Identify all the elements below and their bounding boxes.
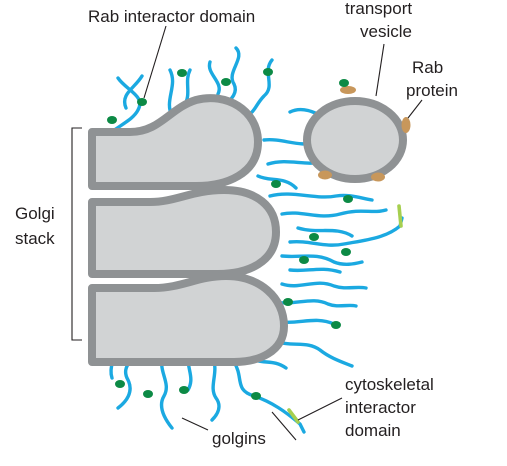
cisterna-top	[88, 94, 262, 190]
rab-interactor-dot	[283, 298, 293, 306]
golgi-stack-bracket	[71, 127, 82, 341]
cytoskeletal-label-line1: cytoskeletal	[345, 375, 434, 394]
rab-interactor-dot	[115, 380, 125, 388]
golgins-group	[102, 46, 404, 434]
golgin	[270, 338, 354, 368]
rab-interactor-dot	[343, 195, 353, 203]
transport-vesicle-label-line1: transport	[345, 0, 412, 18]
cytoskeletal-segment	[287, 408, 300, 424]
golgin	[159, 352, 174, 430]
rab-interactor-dot	[331, 321, 341, 329]
rab-interactor-dot	[221, 78, 231, 86]
rab-interactor-dot	[339, 79, 349, 87]
rab-interactor-dot	[309, 233, 319, 241]
cytoskeletal-label-line2: interactor	[345, 398, 416, 417]
golgins-label: golgins	[212, 429, 266, 448]
transport-vesicle-label-line2: vesicle	[360, 22, 412, 41]
golgin	[122, 74, 144, 110]
golgin	[256, 174, 298, 190]
transport-vesicle-leader	[375, 43, 385, 97]
vesicle-body	[303, 97, 407, 183]
cisterna-middle	[88, 186, 280, 278]
golgin	[280, 318, 336, 326]
rab-protein-marker	[318, 170, 332, 180]
rab-interactor-domains	[107, 68, 353, 400]
cytoskeletal-label-line3: domain	[345, 421, 401, 440]
golgi-cisternae	[88, 94, 288, 366]
rab-interactor-leader	[143, 25, 167, 99]
transport-vesicle	[303, 86, 411, 183]
rab-protein-label-line2: protein	[406, 81, 458, 100]
rab-protein-marker	[371, 172, 385, 182]
rab-interactor-dot	[177, 69, 187, 77]
rab-interactor-dot	[341, 248, 351, 256]
cytoskeletal-domains	[287, 204, 403, 424]
rab-interactor-dot	[271, 180, 281, 188]
golgin	[207, 60, 221, 96]
rab-interactor-label: Rab interactor domain	[88, 7, 255, 26]
golgin	[296, 226, 354, 238]
cisterna-bottom	[88, 272, 288, 366]
golgi-stack-label-line1: Golgi	[15, 204, 55, 223]
golgi-stack-label-line2: stack	[15, 229, 55, 248]
golgin	[268, 192, 374, 202]
rab-interactor-dot	[107, 116, 117, 124]
rab-interactor-dot	[263, 68, 273, 76]
golgin	[232, 360, 306, 434]
rab-interactor-dot	[251, 392, 261, 400]
rab-protein-label-line1: Rab	[412, 58, 443, 77]
cytoskeletal-leader	[297, 397, 343, 421]
labels: Rab interactor domain transport vesicle …	[15, 0, 458, 448]
leader-lines	[143, 25, 423, 441]
rab-protein-marker	[401, 117, 411, 133]
rab-interactor-dot	[299, 256, 309, 264]
rab-interactor-dot	[143, 390, 153, 398]
rab-protein-marker	[340, 86, 356, 94]
golgin	[288, 216, 404, 247]
golgins-leader-right	[271, 411, 297, 441]
golgin	[280, 254, 364, 266]
golgin	[210, 354, 221, 422]
golgin	[222, 46, 241, 106]
rab-interactor-dot	[179, 386, 189, 394]
golgins-leader-left	[181, 417, 209, 431]
cytoskeletal-segment	[397, 204, 403, 228]
rab-interactor-dot	[137, 98, 147, 106]
golgin	[280, 281, 368, 290]
golgin	[288, 267, 342, 274]
golgin	[250, 58, 274, 114]
golgin	[280, 208, 388, 218]
rab-protein-leader	[407, 99, 423, 119]
